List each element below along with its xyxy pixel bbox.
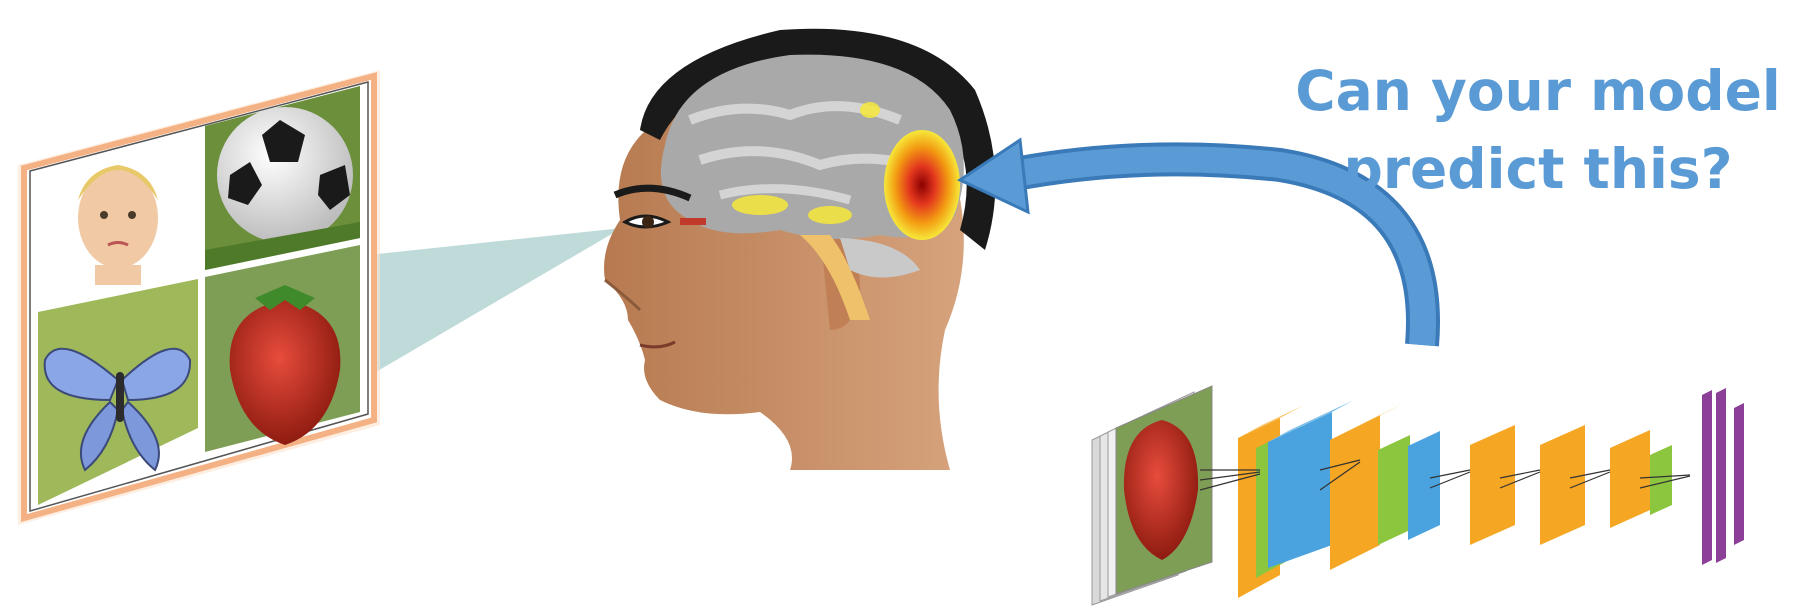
question-line-2: predict this?	[1278, 130, 1798, 208]
cnn-conv-block-2	[1330, 403, 1440, 570]
cnn-conv-block-3	[1470, 416, 1535, 545]
view-cone	[340, 228, 622, 393]
stimulus-frame	[18, 70, 380, 525]
cnn-conv-block-4	[1540, 416, 1605, 545]
cnn-fc-layers	[1702, 388, 1744, 565]
head-illustration	[604, 29, 995, 470]
question-line-1: Can your model	[1278, 52, 1798, 130]
cnn-conv-block-5	[1610, 430, 1672, 528]
cnn-input-stack	[1092, 386, 1212, 605]
cnn-diagram	[1092, 386, 1744, 605]
visual-cortex-activation	[884, 130, 960, 240]
question-text: Can your model predict this?	[1278, 52, 1798, 208]
